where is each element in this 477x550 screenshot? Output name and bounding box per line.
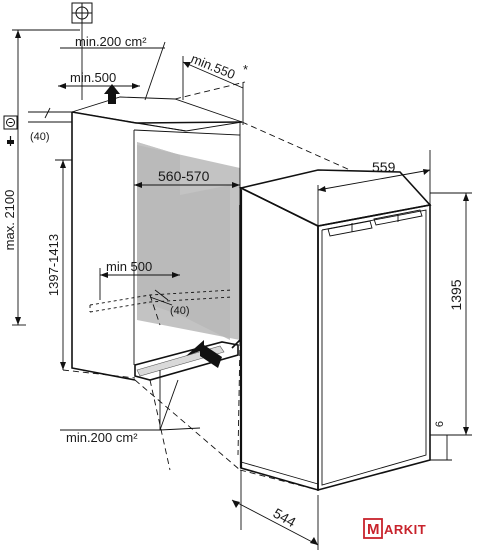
appliance-height-label: 1395 — [448, 279, 464, 310]
niche-width-label: 560-570 — [158, 168, 210, 184]
airflow-in-arrow — [186, 340, 222, 368]
brand-logo: M ARKIT — [363, 518, 426, 539]
airflow-up-arrow — [104, 84, 120, 104]
offset-bottom-label: (40) — [170, 305, 190, 317]
projection-lines — [62, 81, 351, 491]
niche-height-label: 1397-1413 — [46, 234, 61, 296]
symmetry-mark-icon — [71, 2, 93, 24]
top-gap-label: min.500 — [70, 70, 116, 85]
airflow-arrows — [104, 84, 222, 368]
niche-cabinet — [71, 96, 243, 381]
offset-top-label: (40) — [30, 131, 50, 143]
bottom-gap-label: min 500 — [106, 259, 152, 274]
niche-height-max-label: max. 2100 — [2, 190, 17, 251]
power-socket-icon — [3, 115, 18, 146]
depth-star-label: * — [243, 62, 248, 77]
svg-text:M: M — [367, 521, 380, 538]
dimension-lines — [12, 20, 472, 550]
appliance-depth-label: 544 — [271, 505, 299, 531]
svg-text:ARKIT: ARKIT — [384, 522, 426, 537]
appliance-fridge — [238, 169, 432, 492]
depth-min-label: min.550 — [189, 51, 238, 82]
appliance-width-label: 559 — [372, 159, 396, 175]
plinth-height-label: 6 — [434, 421, 446, 427]
ventilation-bottom-label: min.200 cm² — [66, 430, 138, 445]
ventilation-top-label: min.200 cm² — [75, 34, 147, 49]
